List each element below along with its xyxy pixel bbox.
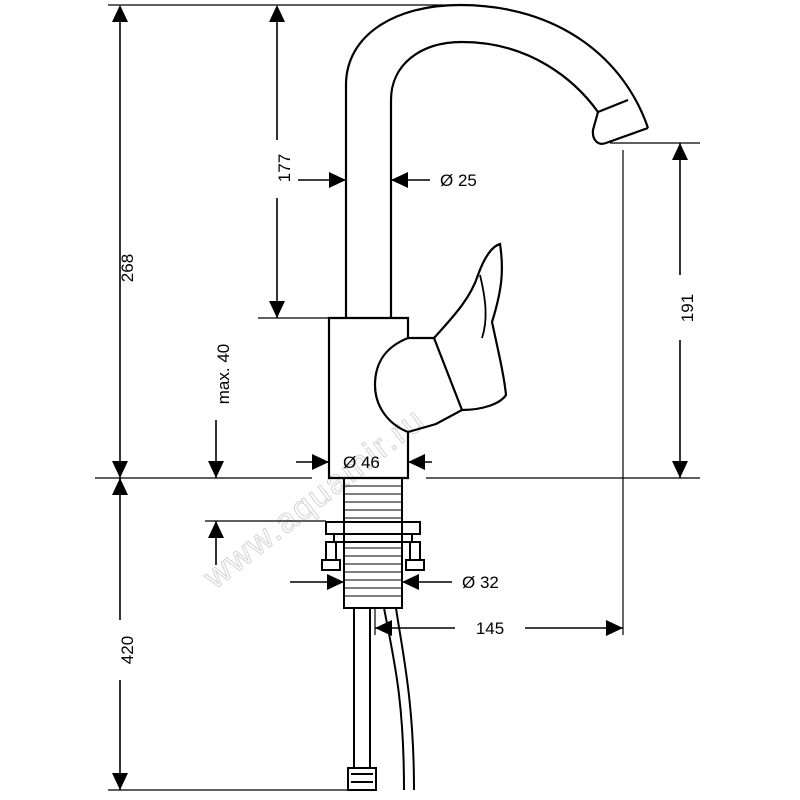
dim-label-outlet-height: 191 <box>678 294 697 322</box>
mounting-studs <box>321 541 425 571</box>
dim-label-base-diameter: Ø 46 <box>343 453 380 472</box>
faucet-outline <box>321 3 650 791</box>
dim-label-max-thickness: max. 40 <box>214 344 233 404</box>
supply-hose-left <box>353 608 371 768</box>
dim-spout-height <box>269 5 285 318</box>
dim-max-thickness <box>208 420 224 565</box>
dim-label-spout-diameter: Ø 25 <box>440 171 477 190</box>
dim-base-diameter <box>296 454 432 470</box>
dim-spout-reach <box>375 620 623 636</box>
spout-outer <box>344 3 650 318</box>
watermark-text: www.aquamir.ru <box>196 400 433 597</box>
spout-inner <box>389 40 599 318</box>
dim-label-spout-reach: 145 <box>476 619 504 638</box>
dim-label-total-height: 268 <box>118 254 137 282</box>
extension-lines <box>95 142 700 635</box>
mounting-plate <box>325 521 421 535</box>
shank-threads <box>344 485 402 597</box>
dim-shank-diameter <box>290 574 452 590</box>
dim-total-height <box>108 4 460 478</box>
lever-grip <box>433 242 508 412</box>
mounting-washer <box>333 533 413 543</box>
spout-outlet <box>591 98 649 145</box>
dim-label-hose-length: 420 <box>118 636 137 664</box>
dim-spout-diameter <box>298 172 430 188</box>
hose-connector-nut <box>347 767 377 791</box>
dim-label-shank-diameter: Ø 32 <box>462 573 499 592</box>
lever-grip-inner <box>479 274 487 339</box>
dim-hose-length <box>108 478 350 791</box>
valve-body <box>327 316 410 480</box>
dim-outlet-height <box>672 143 688 478</box>
supply-hose-right <box>383 607 415 791</box>
dim-label-spout-height: 177 <box>275 154 294 182</box>
